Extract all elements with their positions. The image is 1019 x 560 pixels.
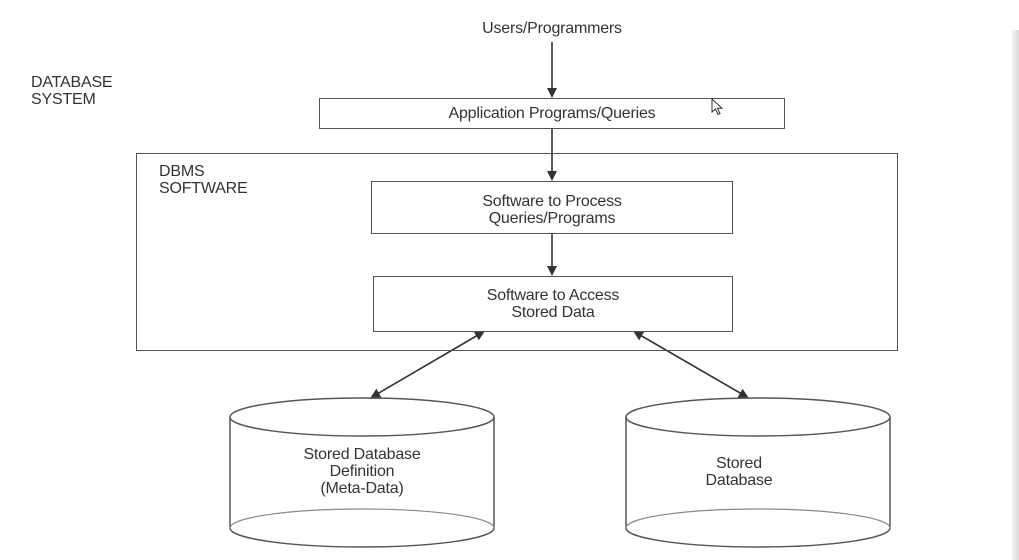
arrow-access-to-metadata — [370, 330, 485, 399]
arrow-access-to-database — [633, 330, 749, 399]
mouse-cursor-icon — [711, 98, 724, 116]
application-programs-box: Application Programs/Queries — [319, 98, 785, 129]
access-line-1: Software to Access — [486, 287, 620, 304]
metadata-line-1: Stored Database — [303, 446, 421, 463]
database-system-line-2: SYSTEM — [31, 91, 96, 108]
stored-database-line-1: Stored — [716, 455, 762, 472]
dbms-software-container: DBMS SOFTWARE — [136, 153, 898, 351]
dbms-label-line-1: DBMS — [159, 163, 205, 180]
dbms-software-label: DBMS SOFTWARE — [159, 163, 248, 197]
metadata-line-2: Definition — [329, 463, 395, 480]
access-line-2: Stored Data — [511, 304, 595, 321]
application-programs-label: Application Programs/Queries — [448, 105, 656, 122]
metadata-cylinder — [229, 397, 495, 548]
stored-database-label: Stored Database — [626, 455, 852, 489]
users-label: Users/Programmers — [482, 20, 622, 37]
slide-edge — [1012, 30, 1019, 560]
dbms-label-line-2: SOFTWARE — [159, 180, 248, 197]
metadata-label: Stored Database Definition (Meta-Data) — [230, 446, 494, 497]
metadata-line-3: (Meta-Data) — [320, 480, 404, 497]
stored-database-line-2: Database — [705, 472, 773, 489]
process-queries-box: Software to Process Queries/Programs — [371, 181, 733, 234]
access-stored-data-box: Software to Access Stored Data — [373, 276, 733, 332]
process-queries-label: Software to Process Queries/Programs — [372, 193, 732, 227]
process-line-2: Queries/Programs — [488, 210, 616, 227]
database-system-line-1: DATABASE — [31, 74, 113, 91]
access-stored-data-label: Software to Access Stored Data — [374, 287, 732, 321]
database-system-label: DATABASE SYSTEM — [31, 74, 113, 108]
process-line-1: Software to Process — [482, 193, 622, 210]
database-cylinder — [625, 397, 891, 548]
